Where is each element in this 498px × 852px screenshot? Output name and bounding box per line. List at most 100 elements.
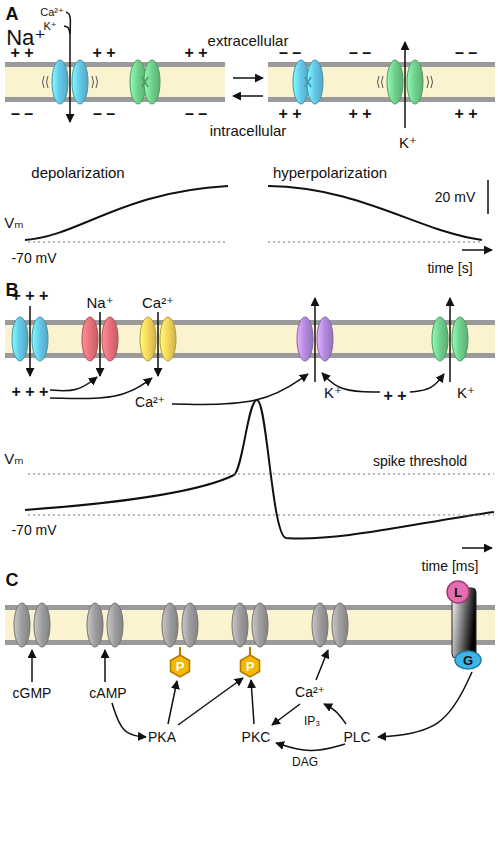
arrow: [69, 30, 71, 122]
channel-subunit: [52, 60, 68, 104]
channel-subunit: [34, 603, 50, 647]
arrow: [449, 298, 451, 382]
channel-subunit: [87, 603, 103, 647]
channel-subunit: [307, 60, 323, 104]
channel-subunit: [160, 317, 176, 361]
charge-label: + + +: [12, 288, 49, 304]
ion-channel: [232, 603, 268, 647]
arrow: [233, 95, 263, 97]
membrane-leaflet: [5, 62, 225, 67]
charge-label: – –: [93, 106, 115, 122]
signal-label: cAMP: [89, 686, 126, 700]
plot-label: K⁺: [399, 135, 417, 150]
signal-label: PKC: [242, 730, 271, 744]
arrow: [324, 704, 346, 724]
motion-mark: [43, 76, 45, 88]
arrow: [104, 650, 106, 682]
charge-label: – –: [349, 45, 371, 61]
channel-subunit: [252, 603, 268, 647]
compartment-label: intracellular: [210, 123, 287, 138]
node-text: L: [454, 586, 462, 599]
arrow: [462, 249, 492, 251]
ion-channel: [14, 603, 50, 647]
plot-label: Ca²⁺: [135, 395, 165, 409]
node-outline: [240, 655, 259, 677]
node-text: G: [463, 654, 473, 667]
channel-subunit: [140, 317, 156, 361]
motion-mark: [96, 76, 98, 88]
signal-label: PLC: [343, 730, 370, 744]
arrow: [404, 42, 406, 128]
motion-mark: [382, 76, 384, 88]
arrow: [172, 374, 308, 405]
arrow: [31, 650, 33, 682]
plot-label: spike threshold: [373, 454, 467, 468]
charge-label: + +: [184, 45, 207, 61]
plot-label: depolarization: [31, 165, 124, 180]
channel-subunit: [432, 317, 448, 361]
channel-subunit: [32, 317, 48, 361]
node-text: P: [246, 660, 255, 673]
plot-label: hyperpolarization: [273, 165, 387, 180]
arrow: [178, 678, 243, 725]
channel-subunit: [12, 317, 28, 361]
charge-label: + + +: [12, 384, 49, 400]
channel-subunit: [102, 317, 118, 361]
signal-label: IP₃: [304, 715, 320, 727]
arrows: [30, 12, 492, 751]
channels: [12, 60, 468, 647]
charge-label: – –: [185, 106, 207, 122]
arrow: [112, 703, 146, 737]
compartment-label: extracellular: [208, 33, 289, 48]
channel-subunit: [387, 60, 403, 104]
charge-label: – –: [279, 45, 301, 61]
signal-label: cGMP: [13, 686, 52, 700]
signal-label: PKA: [148, 730, 176, 744]
lipid-core: [5, 320, 495, 358]
plot-label: time [ms]: [422, 559, 479, 573]
plot-traces: [25, 186, 494, 539]
arrow: [157, 312, 159, 376]
threshold-line: [28, 473, 494, 474]
membrane-leaflet: [5, 97, 225, 102]
arrow: [233, 77, 263, 79]
arrow: [272, 704, 300, 725]
signal-label: Ca²⁺: [295, 685, 325, 699]
membrane-leaflet: [5, 640, 495, 645]
channel-subunit: [182, 603, 198, 647]
plot-label: K⁺: [324, 385, 342, 400]
arrow: [314, 298, 316, 382]
channel-subunit: [312, 603, 328, 647]
g-protein: G: [454, 650, 482, 670]
channel-subunit: [317, 317, 333, 361]
plot-label: Vₘ: [4, 215, 23, 230]
node-outline: [170, 655, 189, 677]
phosphate-tag: P: [168, 654, 192, 678]
arrow: [316, 650, 328, 680]
lipid-core: [5, 605, 495, 645]
motion-mark: [378, 76, 380, 88]
charge-label: + +: [10, 45, 33, 61]
signal-label: DAG: [292, 756, 318, 768]
arrow: [99, 312, 101, 376]
closed-gate: [305, 77, 311, 87]
membrane-leaflet: [5, 605, 495, 610]
motion-mark: [92, 76, 94, 88]
motion-mark: [47, 76, 49, 88]
depolarization-trace: [25, 186, 228, 240]
charge-label: + +: [92, 45, 115, 61]
channel-subunit: [452, 317, 468, 361]
charge-label: – –: [11, 106, 33, 122]
phosphate-tag: P: [238, 654, 262, 678]
resting-line: [28, 514, 494, 515]
lipid-core: [5, 62, 225, 102]
ion-channel: [87, 603, 123, 647]
charge-label: + +: [454, 106, 477, 122]
charge-label: + +: [383, 388, 406, 404]
plot-label: Na⁺: [86, 295, 113, 310]
hyperpolarization-trace: [268, 186, 482, 240]
arrow: [251, 680, 254, 724]
ion-channel: [312, 603, 348, 647]
plot-label: -70 mV: [11, 251, 56, 265]
